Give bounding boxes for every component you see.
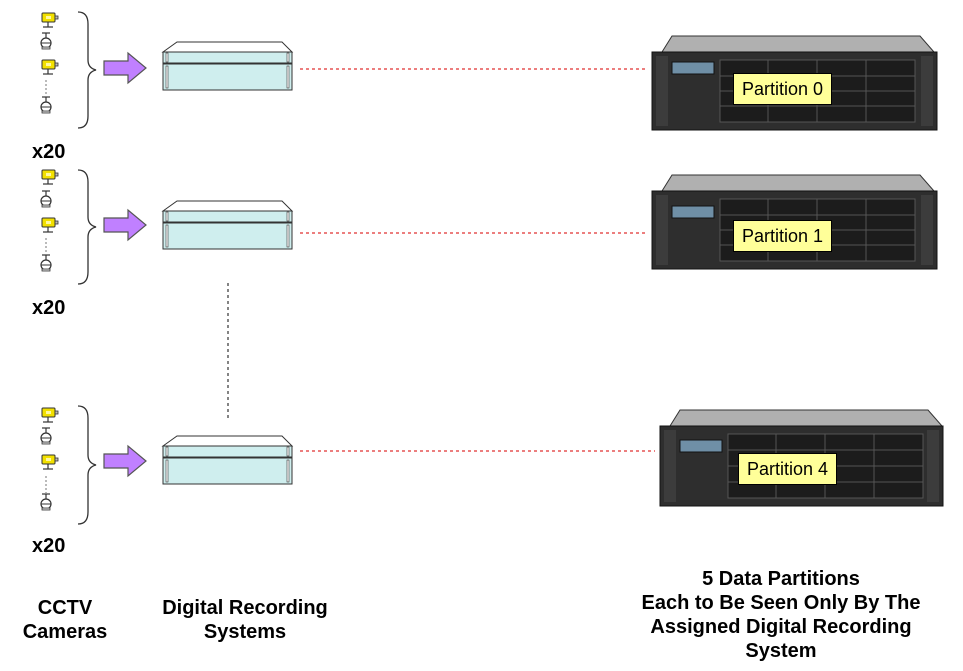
brace-icon xyxy=(77,405,97,525)
partition-tag: Partition 4 xyxy=(738,453,838,485)
partitions-caption: 5 Data Partitions Each to Be Seen Only B… xyxy=(600,567,962,663)
partitions-caption-line: Each to Be Seen Only By The xyxy=(641,592,921,614)
partitions-caption-line: Assigned Digital Recording xyxy=(650,616,912,638)
dome-camera-icon xyxy=(40,32,52,50)
recorders-caption: Digital Recording Systems xyxy=(130,596,360,644)
recorder-device-2 xyxy=(161,200,294,250)
camera-count-label: x20 xyxy=(32,297,66,319)
recorders-caption-line: Systems xyxy=(203,621,287,643)
box-camera-icon xyxy=(41,12,59,28)
camera-group-1 xyxy=(40,12,59,114)
dome-camera-icon xyxy=(40,190,52,208)
cameras-caption: CCTV Cameras xyxy=(10,596,120,644)
camera-count-label: x20 xyxy=(32,141,66,163)
partitions-caption-line: System xyxy=(745,640,817,662)
dome-camera-icon xyxy=(40,254,52,272)
partition-tag: Partition 1 xyxy=(733,220,833,252)
recorders-caption-line: Digital Recording xyxy=(162,597,328,619)
box-camera-icon xyxy=(41,169,59,185)
camera-group-2 xyxy=(40,169,59,272)
right-arrow-icon xyxy=(103,208,147,242)
recorder-device-3 xyxy=(161,435,294,485)
brace-icon xyxy=(77,169,97,285)
right-arrow-icon xyxy=(103,444,147,478)
camera-group-3 xyxy=(40,407,59,511)
cameras-caption-line: CCTV xyxy=(37,597,93,619)
right-arrow-icon xyxy=(103,51,147,85)
brace-icon xyxy=(77,11,97,129)
camera-count-label: x20 xyxy=(32,535,66,557)
box-camera-icon xyxy=(41,454,59,470)
partition-tag: Partition 0 xyxy=(733,73,833,105)
cameras-caption-line: Cameras xyxy=(22,621,108,643)
box-camera-icon xyxy=(41,59,59,75)
box-camera-icon xyxy=(41,217,59,233)
box-camera-icon xyxy=(41,407,59,423)
dome-camera-icon xyxy=(40,427,52,445)
storage-array-3 xyxy=(659,409,944,507)
dome-camera-icon xyxy=(40,96,52,114)
dome-camera-icon xyxy=(40,493,52,511)
recorder-device-1 xyxy=(161,41,294,91)
partitions-caption-line: 5 Data Partitions xyxy=(702,568,860,590)
